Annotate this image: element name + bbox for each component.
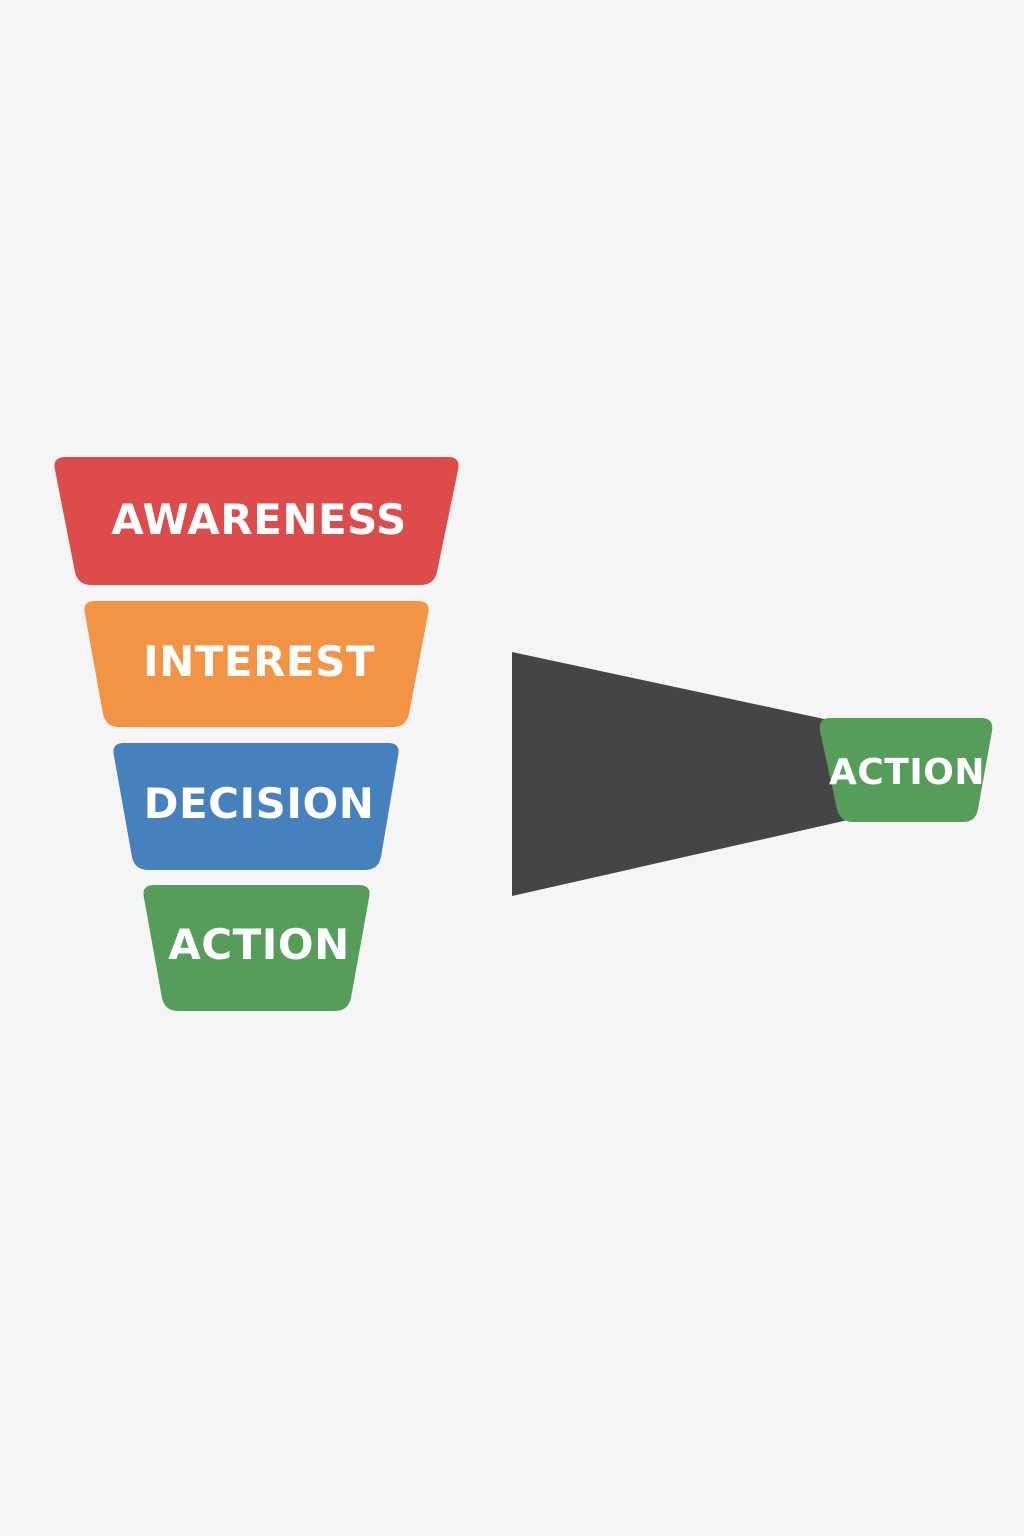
output-cone: [512, 652, 848, 896]
stage-label-action: ACTION: [168, 920, 349, 969]
stage-shape-interest: [84, 601, 429, 727]
funnel-stage-action: ACTION: [143, 885, 370, 1011]
output-action-label: ACTION: [829, 752, 985, 793]
stage-shape-awareness: [54, 457, 459, 585]
stage-shape-decision: [113, 743, 399, 870]
output-action-shape: [819, 718, 993, 822]
funnel-stage-awareness: AWARENESS: [54, 457, 459, 585]
stage-label-interest: INTEREST: [143, 637, 375, 686]
funnel-stage-decision: DECISION: [113, 743, 399, 870]
funnel-stage-interest: INTEREST: [84, 601, 429, 727]
stage-label-awareness: AWARENESS: [111, 495, 407, 544]
stage-label-decision: DECISION: [144, 779, 375, 828]
output-action: ACTION: [819, 718, 993, 822]
stage-shape-action: [143, 885, 370, 1011]
